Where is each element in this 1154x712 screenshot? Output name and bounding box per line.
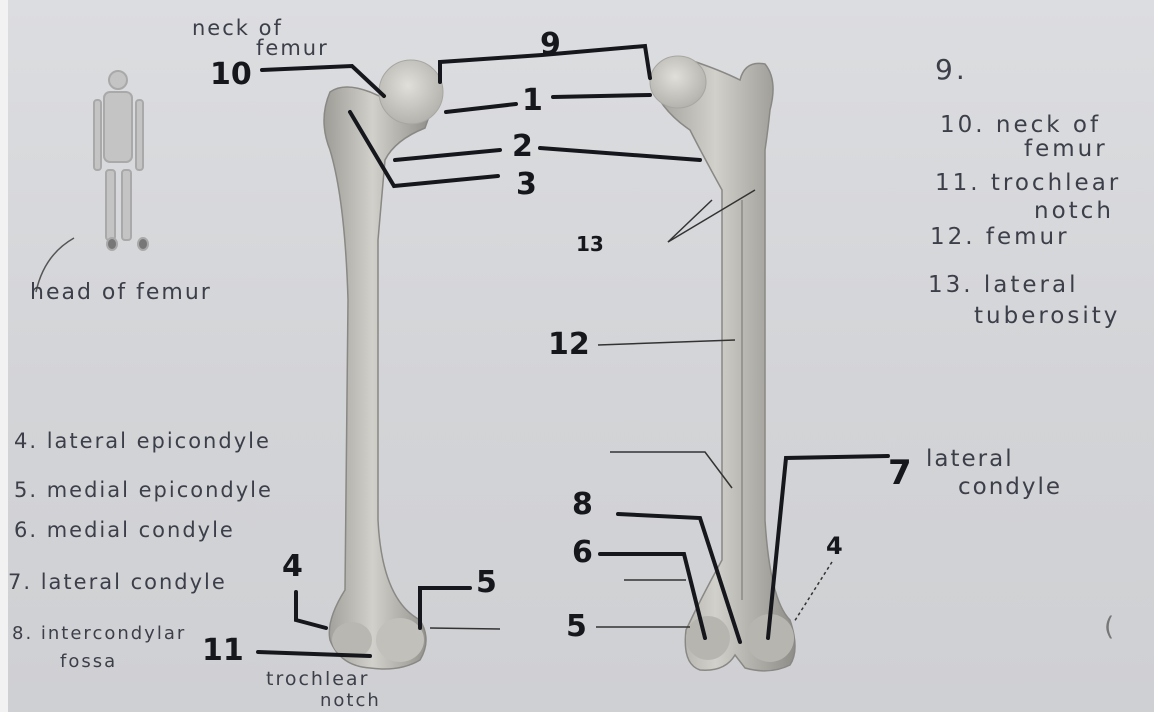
skeleton-figure: [94, 71, 148, 250]
left-list-item-5: 5. medial epicondyle: [14, 480, 273, 501]
label-neck-of-femur-line2: femur: [256, 38, 329, 59]
right-list-item-11-cont: notch: [1034, 200, 1114, 223]
marker-1: 1: [522, 86, 543, 116]
marker-7: 7: [888, 456, 912, 490]
marker-4: 4: [282, 552, 303, 582]
thin-pointers: [430, 190, 832, 629]
pointer-1-right: [553, 95, 650, 97]
marker-6: 6: [572, 538, 593, 568]
right-list-item-9: 9.: [935, 56, 968, 84]
pointer-2-right: [540, 148, 700, 160]
marker-11: 11: [202, 636, 244, 666]
right-list-item-13: 13. lateral: [928, 274, 1078, 297]
left-list-item-4: 4. lateral epicondyle: [14, 431, 271, 452]
marker-13: 13: [576, 234, 604, 254]
marker-3: 3: [516, 170, 537, 200]
marker-10: 10: [210, 60, 252, 90]
right-list-item-10-cont: femur: [1024, 138, 1108, 161]
pointer-1-left: [446, 104, 516, 112]
right-list-item-11: 11. trochlear: [935, 172, 1121, 195]
marker-12: 12: [548, 330, 590, 360]
label-lateral-condyle-line1: lateral: [926, 448, 1014, 471]
marker-5-right: 5: [566, 612, 587, 642]
marker-4-right: 4: [826, 534, 843, 558]
left-list-item-8: 8. intercondylar: [12, 625, 186, 643]
pointer-5-left: [420, 588, 470, 628]
left-list-item-6: 6. medial condyle: [14, 520, 235, 541]
marker-9: 9: [540, 30, 561, 60]
label-trochlear-line1: trochlear: [266, 670, 369, 689]
right-list-item-10: 10. neck of: [940, 114, 1101, 137]
marker-2: 2: [512, 132, 533, 162]
right-list-item-12: 12. femur: [930, 226, 1070, 249]
left-list-item-8-fossa: fossa: [60, 653, 117, 671]
corner-mark: (: [1104, 614, 1116, 640]
femur-anterior: [324, 60, 443, 669]
marker-8: 8: [572, 490, 593, 520]
label-trochlear-line2: notch: [320, 692, 381, 710]
marker-5-left: 5: [476, 568, 497, 598]
label-head-of-femur: head of femur: [30, 282, 212, 304]
pointer-2-left: [395, 150, 500, 160]
pointer-4: [296, 592, 326, 628]
left-list-item-7: 7. lateral condyle: [8, 572, 227, 593]
label-lateral-condyle-line2: condyle: [958, 476, 1062, 499]
right-list-item-13-cont: tuberosity: [974, 305, 1120, 328]
